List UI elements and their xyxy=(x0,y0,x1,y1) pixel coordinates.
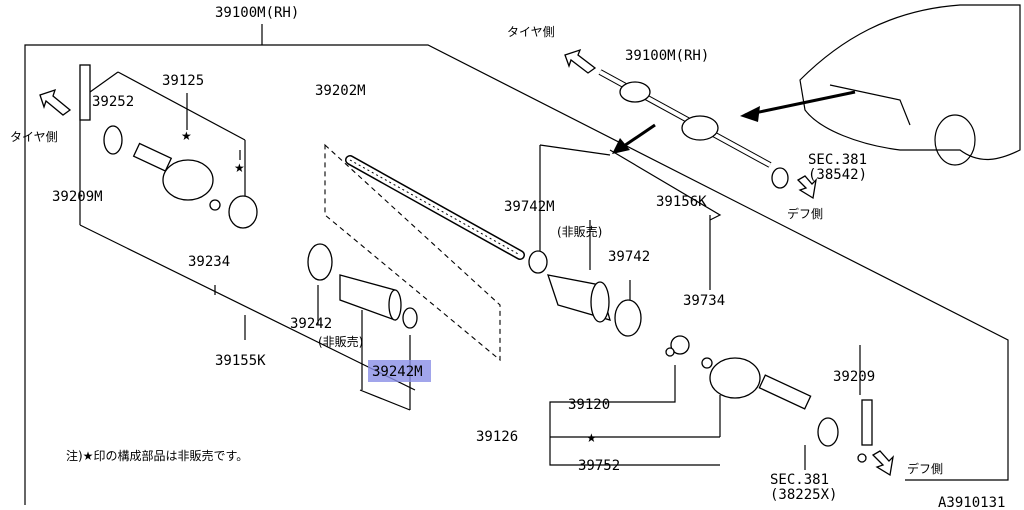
group-39125-left xyxy=(89,71,119,93)
assembly-illustration xyxy=(598,69,789,189)
bracket-39752 xyxy=(549,437,720,466)
circlip-39234 xyxy=(209,199,221,211)
label-39734: 39734 xyxy=(683,293,725,309)
bracket-39120 xyxy=(549,365,676,437)
drawing-id: A3910131 xyxy=(938,495,1005,510)
group-39125-top xyxy=(117,71,246,141)
ring-small xyxy=(857,453,867,463)
label-39209M: 39209M xyxy=(52,189,103,205)
star-cage: ★ xyxy=(234,161,245,175)
shaft-group-dashed xyxy=(324,143,501,362)
car-illustration xyxy=(799,4,1021,166)
arrow-car-to-shaft xyxy=(740,90,856,122)
damper-39209 xyxy=(861,399,873,446)
circlip-inner xyxy=(701,357,713,369)
label-39100M-RH-small: 39100M(RH) xyxy=(625,48,709,64)
label-39125: 39125 xyxy=(162,73,204,89)
assembly-bracket xyxy=(24,44,1009,505)
shaft-39202M xyxy=(345,155,525,260)
label-39234: 39234 xyxy=(188,254,230,270)
outer-joint-39125 xyxy=(132,142,214,201)
label-39752: 39752 xyxy=(578,458,620,474)
label-39209: 39209 xyxy=(833,369,875,385)
group-39156K-top xyxy=(609,149,722,221)
label-tire-side-1: タイヤ側 xyxy=(507,25,555,39)
label-39156K: 39156K xyxy=(656,194,707,210)
label-not-sold-2: (非販売) xyxy=(557,224,602,239)
boot-right xyxy=(547,274,611,323)
label-39120: 39120 xyxy=(568,397,610,413)
label-sec381-b-ref: (38225X) xyxy=(770,487,837,503)
label-sec381-b: SEC.381 xyxy=(770,472,829,488)
footnote: 注)★印の構成部品は非販売です。 xyxy=(66,448,248,463)
highlight-39242M xyxy=(368,360,431,382)
star-39126: ★ xyxy=(586,431,597,445)
bottom-diag-line xyxy=(79,224,416,391)
label-39242: 39242 xyxy=(290,316,332,332)
label-sec381-a-ref: (38542) xyxy=(808,167,867,183)
arrow-diff-side-1-icon xyxy=(796,175,817,200)
label-39242M: 39242M xyxy=(372,364,423,380)
label-tire-side-2: タイヤ側 xyxy=(10,130,58,144)
inner-joint-39752 xyxy=(709,357,812,410)
label-39742: 39742 xyxy=(608,249,650,265)
damper-39209M xyxy=(79,64,91,121)
label-not-sold-1: (非販売) xyxy=(318,334,363,349)
label-diff-side-2: デフ側 xyxy=(907,461,943,476)
label-sec381-a: SEC.381 xyxy=(808,152,867,168)
band-39742M xyxy=(528,250,548,274)
label-diff-side-1: デフ側 xyxy=(787,206,823,221)
label-39100M-RH: 39100M(RH) xyxy=(215,5,299,21)
bearing-cage xyxy=(228,195,258,229)
arrow-tire-side-1-icon xyxy=(564,48,597,74)
ring-39252 xyxy=(103,125,123,155)
arrow-diff-side-2-icon xyxy=(871,450,894,477)
band-39242M xyxy=(402,307,418,329)
star-39125: ★ xyxy=(181,129,192,143)
spider-39120 xyxy=(665,335,690,357)
group-39742M-top xyxy=(539,144,611,156)
arrow-shaft-to-parts xyxy=(612,123,656,154)
label-39126: 39126 xyxy=(476,429,518,445)
label-39155K: 39155K xyxy=(215,353,266,369)
label-39742M: 39742M xyxy=(504,199,555,215)
bracket-39242M xyxy=(359,389,411,411)
seal-38225X xyxy=(817,417,839,447)
arrow-tire-side-2-icon xyxy=(39,88,72,116)
label-39202M: 39202M xyxy=(315,83,366,99)
boot-left xyxy=(339,274,402,321)
band-39742 xyxy=(614,299,642,337)
label-39252: 39252 xyxy=(92,94,134,110)
band-39242 xyxy=(307,243,333,281)
